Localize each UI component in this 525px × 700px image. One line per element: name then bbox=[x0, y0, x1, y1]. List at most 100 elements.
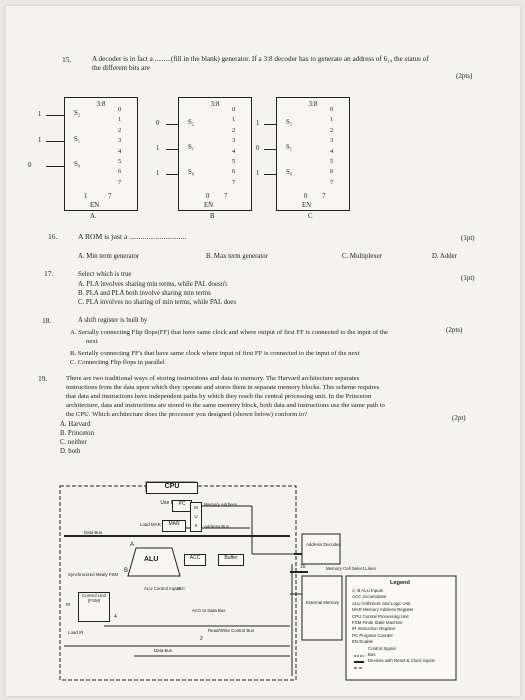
question-16-option-d[interactable]: D. Adder bbox=[432, 253, 457, 260]
decoder-b-title: 3:8 bbox=[210, 100, 220, 108]
question-18-number: 18. bbox=[42, 316, 52, 325]
legend-title: Legend bbox=[390, 580, 410, 586]
decoder-b-output-7: 7 bbox=[232, 178, 236, 186]
bus-width-4: 4 bbox=[114, 614, 117, 620]
question-19-line-2: instructions from the data upon which th… bbox=[66, 384, 380, 391]
legend-entry: PC Program Counter bbox=[352, 632, 393, 638]
legend-entry: Control Signal bbox=[368, 645, 396, 651]
decoder-a-out-val-a: 1 bbox=[84, 193, 88, 200]
question-19-option-d[interactable]: D. both bbox=[60, 448, 81, 455]
alu-label: ALU bbox=[144, 556, 159, 563]
question-17-number: 17. bbox=[44, 269, 54, 278]
decoder-b-output-1: 1 bbox=[232, 116, 236, 124]
question-19-line-1: There are two traditional ways of storin… bbox=[66, 375, 360, 382]
question-17-option-a[interactable]: A. PLA involves sharing min terms, while… bbox=[78, 281, 228, 288]
acc-control-label: ACC bbox=[176, 586, 186, 591]
decoder-c-output-2: 2 bbox=[330, 126, 334, 134]
question-19-line-5: the CPU. Which architecture does the pro… bbox=[66, 411, 308, 418]
decoder-c-out-val-a: 0 bbox=[304, 193, 308, 200]
question-19-option-b[interactable]: B. Princeton bbox=[60, 430, 94, 437]
question-19-line-4: architecture, data and instructions are … bbox=[66, 402, 385, 409]
decoder-a-en: EN bbox=[90, 202, 100, 209]
question-19-points: (2pt) bbox=[452, 414, 466, 422]
question-18-text: A shift register is built by bbox=[78, 317, 148, 324]
decoder-a-in-0: 0 bbox=[28, 162, 32, 169]
control-unit-box: Control Unit (FSM) bbox=[78, 592, 110, 622]
question-17-option-c[interactable]: C. PLA involves no sharing of min terms,… bbox=[78, 299, 237, 306]
acc-to-bus-label: ACC to Data Bus bbox=[192, 608, 226, 613]
read-write-label: Read/Write Control Bus bbox=[208, 628, 255, 633]
decoder-a-output-2: 2 bbox=[118, 126, 122, 134]
pc-box: PC bbox=[172, 500, 192, 512]
decoder-c-s0: S₀ bbox=[286, 169, 293, 176]
address-decoder-label: Address Decoder bbox=[306, 542, 340, 547]
decoder-c-caption: C bbox=[308, 213, 313, 220]
decoder-a-in-1: 1 bbox=[38, 137, 42, 144]
decoder-b-output-4: 4 bbox=[232, 147, 236, 155]
decoder-c-output-3: 3 bbox=[330, 137, 334, 145]
legend-entry: ACC Accumulator bbox=[352, 594, 387, 600]
decoder-b-output-2: 2 bbox=[232, 126, 236, 134]
data-bus-label-bottom: Data Bus bbox=[154, 648, 173, 653]
question-17-option-b[interactable]: B. PLA and PLA both involve sharing min … bbox=[78, 290, 211, 297]
question-19-line-3: that data and instructions have independ… bbox=[66, 393, 372, 400]
load-mar-label: Load MAR bbox=[140, 522, 161, 527]
decoder-a-out-val-b: 7 bbox=[108, 193, 112, 200]
ir-label: IR bbox=[66, 602, 71, 607]
legend-entry: ALU Arithmetic and Logic Unit bbox=[352, 600, 411, 606]
decoder-c-in-1: 0 bbox=[256, 145, 260, 152]
question-16-text: A ROM is just a ........................… bbox=[78, 232, 187, 241]
decoder-b-en: EN bbox=[204, 202, 214, 209]
question-17-text: Select which is true bbox=[78, 271, 132, 278]
legend-entry: MAR Memory Address Register bbox=[352, 607, 414, 613]
decoder-c-output-7: 7 bbox=[330, 178, 334, 186]
decoder-a-box: 3:8 bbox=[64, 97, 138, 211]
external-memory-label: External Memory bbox=[306, 600, 340, 605]
exam-page: 15. A decoder is in fact a .........(fil… bbox=[6, 6, 520, 696]
decoder-b-in-2: 0 bbox=[156, 120, 160, 127]
question-16-option-a[interactable]: A. Min term generator bbox=[78, 253, 140, 260]
decoder-c-title: 3:8 bbox=[308, 100, 318, 108]
question-19-number: 19. bbox=[38, 374, 48, 383]
cpu-label: CPU bbox=[146, 482, 198, 494]
bus-width-2: 2 bbox=[200, 636, 203, 642]
question-16-option-c[interactable]: C. Multiplexer bbox=[342, 253, 383, 260]
legend-entry: EN Enable bbox=[352, 639, 373, 645]
legend-entry: CPU Central Processing Unit bbox=[352, 613, 409, 619]
question-18-option-a[interactable]: A. Serially connecting Flip flops(FF) th… bbox=[70, 329, 388, 336]
question-16-option-b[interactable]: B. Max term generator bbox=[206, 253, 268, 260]
alu-b-label: B bbox=[124, 568, 129, 574]
question-18-option-c[interactable]: C. Connecting Flip flops in parallel bbox=[70, 359, 165, 366]
decoder-b-output-6: 6 bbox=[232, 168, 236, 176]
decoder-c-output-0: 0 bbox=[330, 106, 334, 113]
decoder-c-s2: S₂ bbox=[286, 119, 293, 126]
decoder-c-out-val-b: 7 bbox=[322, 193, 326, 200]
decoder-b-box: 3:8 bbox=[178, 97, 252, 211]
decoder-a-output-5: 5 bbox=[118, 158, 122, 165]
decoder-b-s0: S₀ bbox=[188, 169, 195, 176]
question-19-option-a[interactable]: A. Harvard bbox=[60, 421, 91, 428]
memory-address-label: Memory Address bbox=[204, 502, 237, 507]
address-bus-label: Address Bus bbox=[204, 524, 229, 529]
decoder-b-out-val-b: 7 bbox=[224, 193, 228, 200]
alu-control-label: ALU Control Inputs bbox=[144, 586, 182, 591]
question-19-option-c[interactable]: C. neither bbox=[60, 439, 87, 446]
decoder-a-output-0: 0 bbox=[118, 106, 122, 113]
question-15-text-2: the different bits are bbox=[92, 64, 150, 72]
decoder-b-in-1: 1 bbox=[156, 145, 160, 152]
decoder-b-output-3: 3 bbox=[232, 137, 236, 145]
question-18-option-b[interactable]: B. Serially connecting FF's that have sa… bbox=[70, 350, 360, 357]
decoder-a-title: 3:8 bbox=[96, 100, 106, 108]
question-18-option-a-cont: next bbox=[86, 338, 98, 345]
decoder-c-s1: S₁ bbox=[286, 144, 293, 151]
decoder-a-output-7: 7 bbox=[118, 178, 122, 186]
decoder-a-caption: A. bbox=[90, 213, 97, 220]
question-15-text: A decoder is in fact a .........(fill in… bbox=[92, 55, 429, 63]
decoder-a-s0: S₀ bbox=[74, 161, 81, 168]
decoder-b-output-5: 5 bbox=[232, 158, 236, 165]
decoder-c-en: EN bbox=[302, 202, 312, 209]
memory-cell-label: Memory Cell Select Lines bbox=[326, 566, 376, 571]
decoder-a-s2: S₂ bbox=[74, 110, 81, 117]
decoder-a-output-3: 3 bbox=[118, 137, 122, 145]
